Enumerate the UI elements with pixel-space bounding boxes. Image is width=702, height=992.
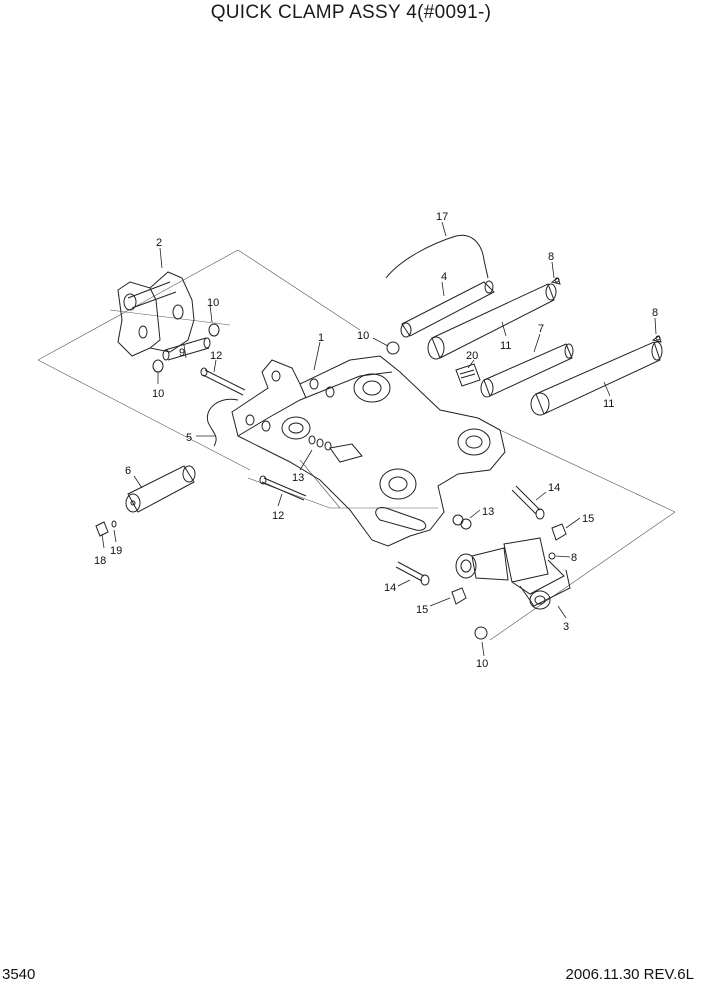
callout-5: 5 — [186, 432, 192, 444]
callout-8-a: 8 — [548, 251, 554, 263]
part-cylinder-3 — [455, 537, 571, 610]
part-ring-10-d — [474, 626, 488, 640]
callout-12-b: 12 — [272, 510, 284, 522]
callout-3: 3 — [563, 621, 569, 633]
page-title: QUICK CLAMP ASSY 4(#0091-) — [210, 2, 492, 23]
callout-17: 17 — [436, 211, 448, 223]
part-fitting-8-a — [550, 277, 561, 285]
callout-19: 19 — [110, 545, 122, 557]
callout-6: 6 — [125, 465, 131, 477]
page-number: 3540 — [2, 966, 36, 983]
callout-2: 2 — [156, 237, 162, 249]
part-bolt-14-b — [395, 561, 430, 586]
part-washer-19 — [111, 520, 117, 528]
part-nut-13-lower — [452, 514, 472, 530]
callout-13-a: 13 — [292, 472, 304, 484]
part-frame-1 — [231, 355, 506, 547]
callout-10-c: 10 — [357, 330, 369, 342]
part-plate-20 — [455, 363, 481, 387]
part-pin-9 — [162, 337, 211, 361]
callout-10-b: 10 — [152, 388, 164, 400]
part-pin-6 — [125, 465, 196, 513]
part-nut-13-upper — [308, 435, 332, 451]
callout-15-a: 15 — [582, 513, 594, 525]
part-bolt-18 — [95, 521, 109, 537]
callout-1: 1 — [318, 332, 324, 344]
callout-14-b: 14 — [384, 582, 396, 594]
callout-15-b: 15 — [416, 604, 428, 616]
callout-7: 7 — [538, 323, 544, 335]
part-fitting-8-c — [548, 552, 556, 560]
callout-8-b: 8 — [652, 307, 658, 319]
callout-13-b: 13 — [482, 506, 494, 518]
part-ring-10-b — [152, 359, 164, 373]
part-ring-10-c — [386, 341, 400, 355]
callout-14-a: 14 — [548, 482, 560, 494]
callout-18: 18 — [94, 555, 106, 567]
leader-lines — [101, 221, 657, 657]
callout-10-a: 10 — [207, 297, 219, 309]
callout-11-b: 11 — [603, 398, 614, 410]
part-tube-11-upper — [427, 283, 557, 360]
revision-date: 2006.11.30 REV.6L — [565, 966, 694, 983]
callout-12-a: 12 — [210, 350, 222, 362]
part-bolt-12-lower — [259, 475, 307, 501]
part-rod-4 — [400, 280, 495, 338]
part-elbow-15-a — [551, 523, 567, 541]
part-tube-7 — [480, 343, 574, 398]
callout-11-a: 11 — [500, 340, 511, 352]
callout-4: 4 — [441, 271, 447, 283]
callout-10-d: 10 — [476, 658, 488, 670]
part-bracket-2 — [117, 271, 195, 357]
part-wire-17 — [385, 234, 489, 279]
part-tube-11-lower — [530, 341, 663, 416]
guide-lines — [37, 249, 676, 641]
callout-9: 9 — [179, 347, 185, 359]
callout-20: 20 — [466, 350, 478, 362]
part-elbow-15-b — [451, 587, 467, 605]
callout-8-c: 8 — [571, 552, 577, 564]
part-fitting-8-b — [651, 335, 662, 343]
callout-labels: 1 2 3 4 5 6 7 8 8 8 9 10 10 10 10 11 11 … — [94, 211, 658, 670]
part-bolt-14-a — [511, 485, 545, 520]
part-wire-5 — [206, 398, 239, 447]
part-ring-10-a — [208, 323, 220, 337]
part-bolt-12-upper — [200, 367, 246, 396]
